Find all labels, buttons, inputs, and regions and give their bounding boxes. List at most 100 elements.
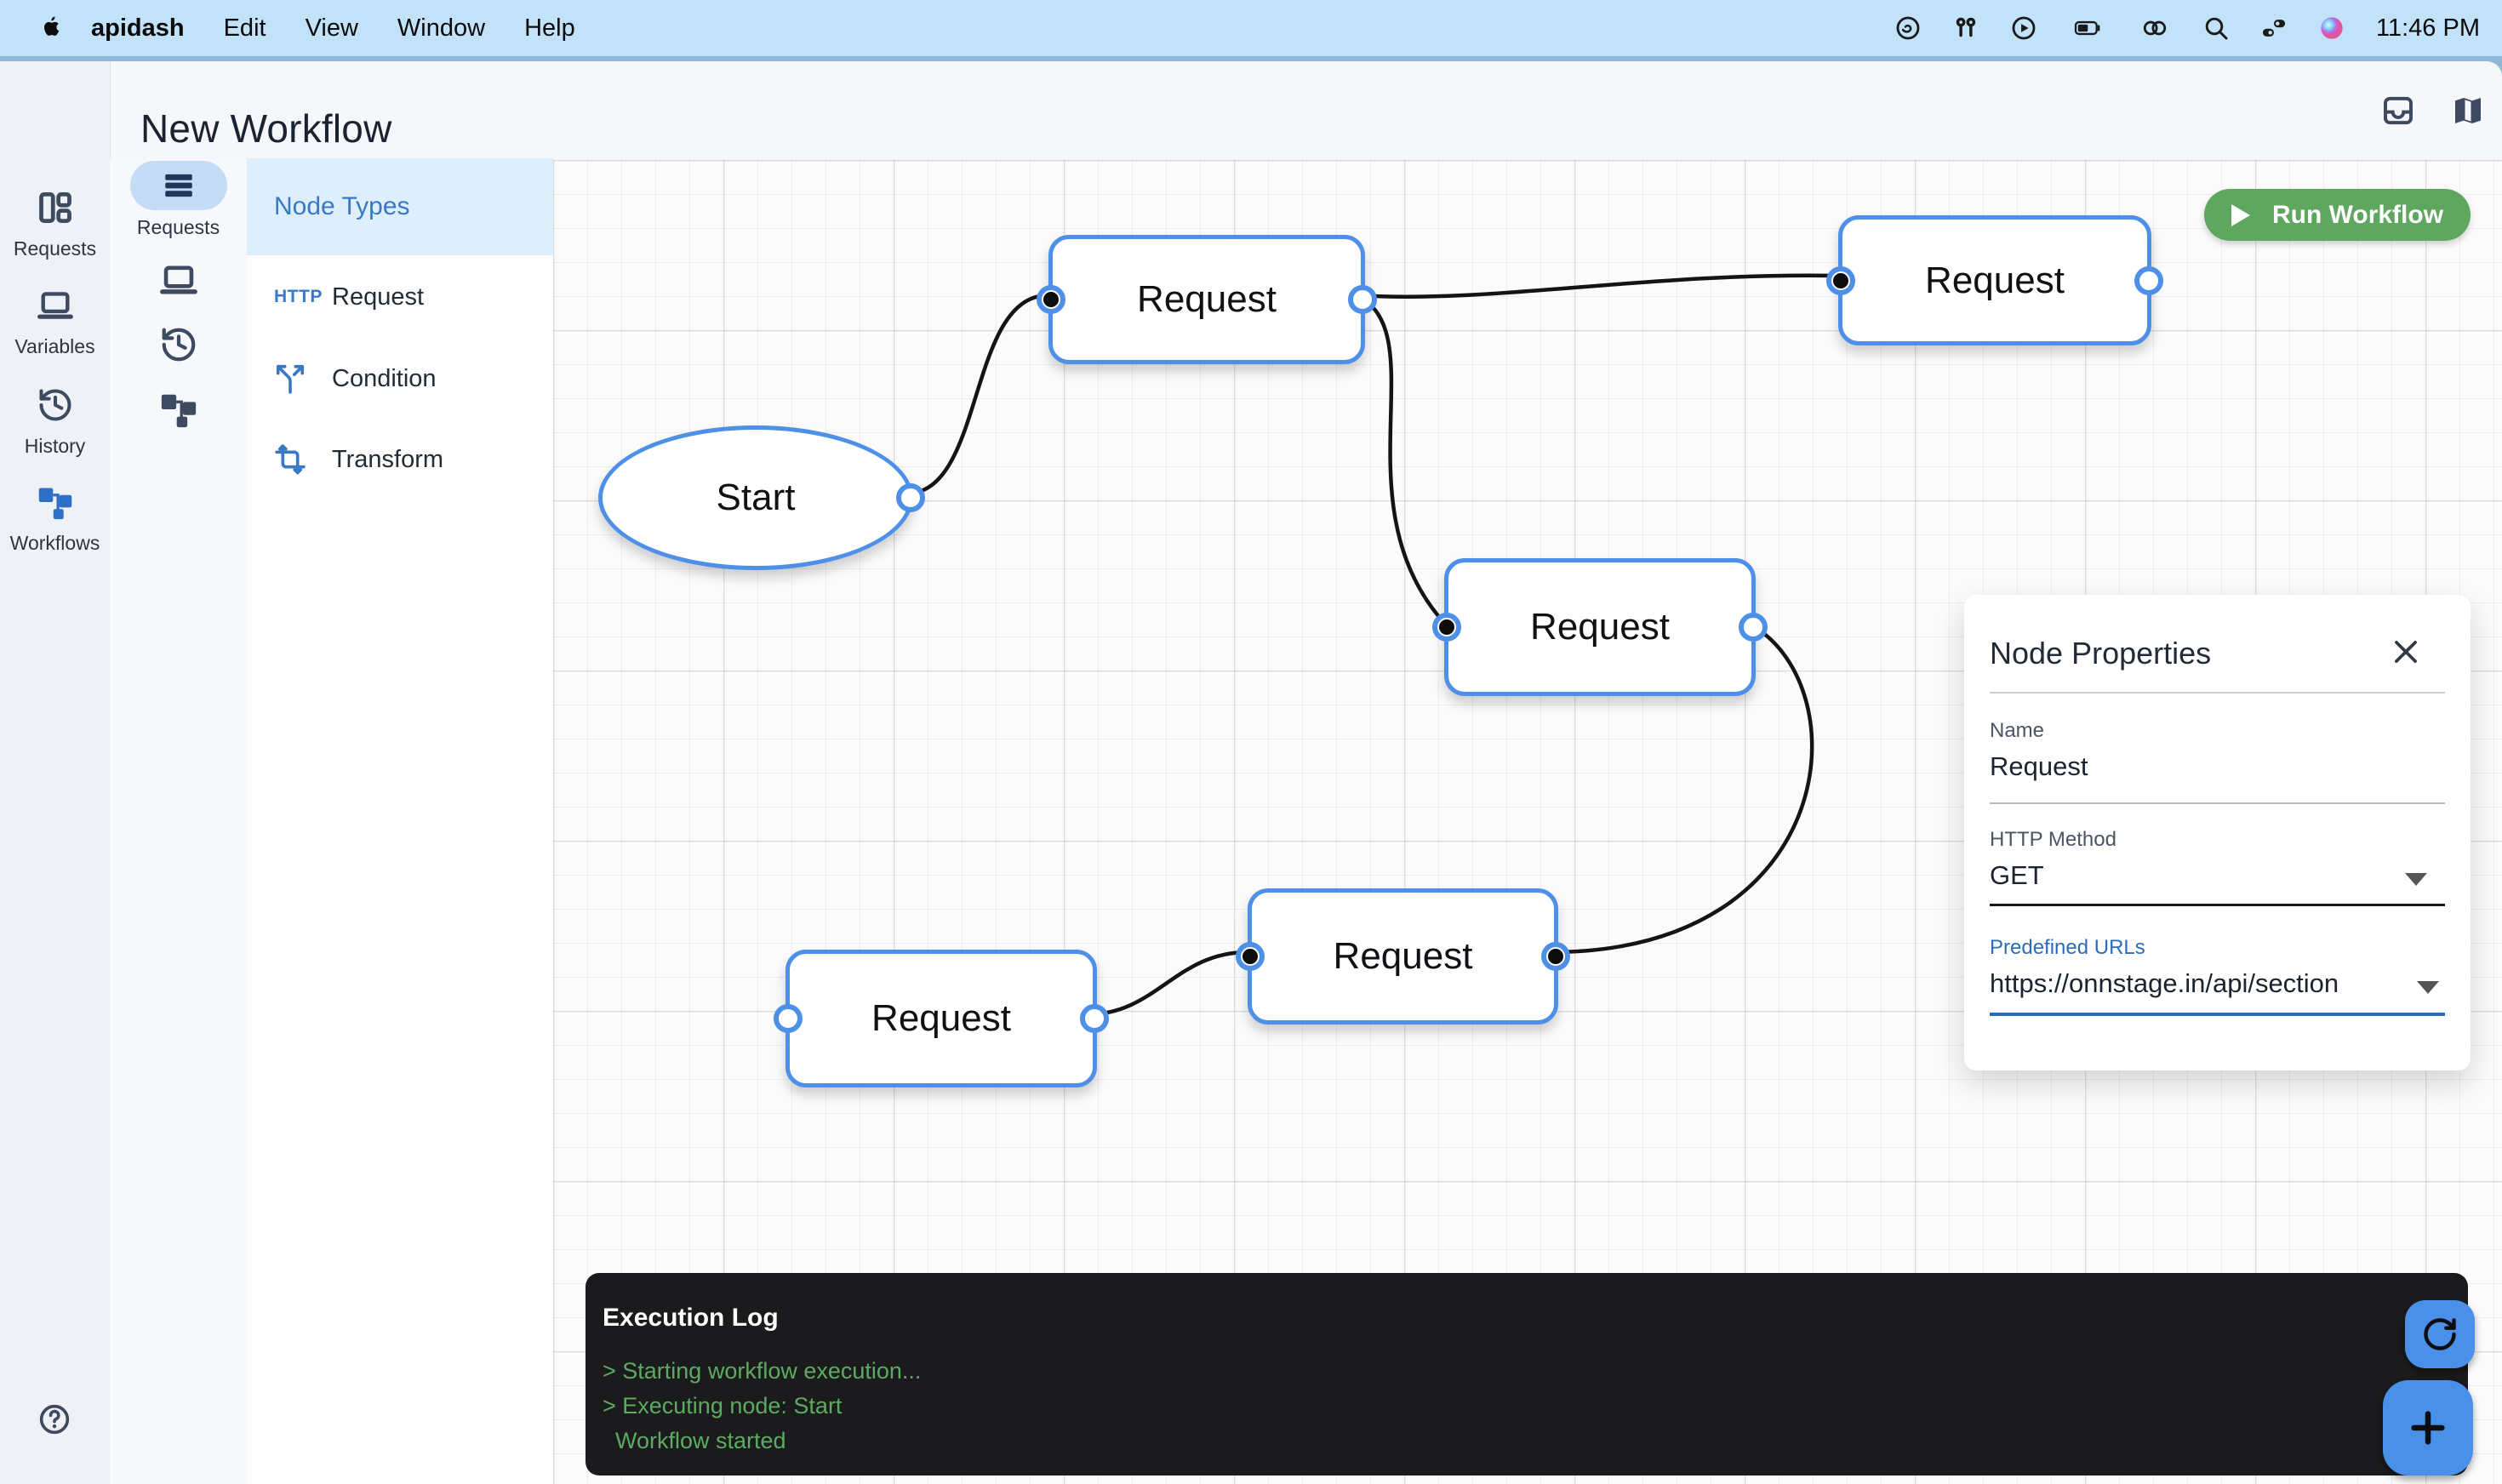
input-port[interactable] bbox=[1037, 285, 1065, 314]
spotlight-search-icon[interactable] bbox=[2202, 14, 2230, 42]
node-types-title: Node Types bbox=[274, 192, 410, 221]
name-field-label: Name bbox=[1990, 719, 2044, 743]
primary-sidebar: Requests Variables History Workflows bbox=[0, 61, 111, 1484]
sidebar-toggle-tray-icon[interactable] bbox=[2381, 94, 2415, 128]
log-line: > Executing node: Start bbox=[603, 1393, 842, 1419]
node-type-request[interactable]: HTTP Request bbox=[247, 267, 553, 327]
sidebar-item-variables[interactable]: Variables bbox=[0, 287, 110, 358]
node-label: Request bbox=[1137, 278, 1277, 321]
dashboard-icon bbox=[37, 189, 74, 226]
workflow-node-request-5[interactable]: Request bbox=[1248, 888, 1558, 1025]
workflow-node-request-4[interactable]: Request bbox=[785, 950, 1097, 1087]
output-port[interactable] bbox=[1739, 613, 1768, 642]
dropdown-caret-icon[interactable] bbox=[2417, 981, 2439, 994]
node-type-label: Condition bbox=[332, 365, 437, 393]
output-port[interactable] bbox=[1541, 942, 1570, 971]
http-method-underline bbox=[1990, 904, 2445, 906]
airpods-icon[interactable] bbox=[1952, 14, 1979, 42]
node-type-label: Request bbox=[332, 283, 424, 311]
output-port[interactable] bbox=[896, 483, 925, 512]
node-label: Request bbox=[1334, 935, 1473, 978]
node-type-label: Transform bbox=[332, 446, 443, 474]
workflow-node-request-2[interactable]: Request bbox=[1838, 215, 2151, 345]
rail-item-requests-active[interactable] bbox=[130, 161, 227, 210]
node-label: Request bbox=[1925, 260, 2065, 302]
predefined-urls-underline bbox=[1990, 1013, 2445, 1016]
condition-split-icon bbox=[274, 362, 306, 395]
close-icon[interactable] bbox=[2390, 636, 2422, 668]
now-playing-icon[interactable] bbox=[2010, 14, 2037, 42]
input-port[interactable] bbox=[774, 1004, 803, 1033]
battery-icon[interactable] bbox=[2068, 14, 2107, 42]
siri-icon[interactable] bbox=[2318, 14, 2345, 42]
run-workflow-label: Run Workflow bbox=[2272, 201, 2443, 230]
predefined-urls-label: Predefined URLs bbox=[1990, 936, 2145, 960]
sidebar-item-label: History bbox=[0, 435, 110, 458]
run-workflow-button[interactable]: Run Workflow bbox=[2204, 189, 2471, 241]
creative-cloud-icon[interactable] bbox=[1894, 14, 1922, 42]
output-port[interactable] bbox=[1080, 1004, 1109, 1033]
menubar-clock[interactable]: 11:46 PM bbox=[2376, 14, 2480, 43]
minimap-icon[interactable] bbox=[2451, 94, 2485, 128]
output-port[interactable] bbox=[2134, 266, 2163, 295]
page-title: New Workflow bbox=[140, 106, 392, 151]
node-label: Request bbox=[871, 997, 1011, 1040]
output-port[interactable] bbox=[1348, 285, 1377, 314]
sidebar-item-label: Workflows bbox=[0, 532, 110, 555]
sidebar-item-label: Requests bbox=[0, 237, 110, 260]
sidebar-item-label: Variables bbox=[0, 335, 110, 358]
log-line: Workflow started bbox=[603, 1428, 786, 1454]
refresh-button[interactable] bbox=[2405, 1300, 2475, 1368]
predefined-urls-value[interactable]: https://onnstage.in/api/section bbox=[1990, 968, 2339, 999]
divider bbox=[1990, 692, 2445, 693]
node-label: Request bbox=[1530, 606, 1670, 648]
properties-title: Node Properties bbox=[1990, 636, 2211, 671]
node-type-transform[interactable]: Transform bbox=[247, 430, 553, 489]
sidebar-item-requests[interactable]: Requests bbox=[0, 189, 110, 260]
node-properties-panel: Node Properties Name Request HTTP Method… bbox=[1964, 595, 2471, 1070]
node-type-condition[interactable]: Condition bbox=[247, 349, 553, 408]
laptop-icon bbox=[37, 287, 74, 324]
node-label: Start bbox=[717, 477, 796, 519]
control-center-icon[interactable] bbox=[2260, 14, 2288, 42]
macos-menubar: apidash Edit View Window Help 11:46 PM bbox=[0, 0, 2502, 56]
name-field-underline bbox=[1990, 802, 2445, 804]
sidebar-item-history[interactable]: History bbox=[0, 386, 110, 458]
menu-edit[interactable]: Edit bbox=[224, 14, 266, 43]
http-badge-icon: HTTP bbox=[274, 287, 323, 307]
sidebar-item-workflows[interactable]: Workflows bbox=[0, 483, 110, 555]
execution-log-title: Execution Log bbox=[603, 1304, 779, 1333]
help-icon[interactable] bbox=[37, 1402, 71, 1436]
dropdown-caret-icon[interactable] bbox=[2405, 873, 2427, 886]
history-icon[interactable] bbox=[159, 325, 198, 364]
workflow-node-start[interactable]: Start bbox=[598, 425, 913, 570]
plus-icon bbox=[2404, 1404, 2452, 1452]
input-port[interactable] bbox=[1236, 942, 1265, 971]
laptop-icon[interactable] bbox=[159, 260, 198, 300]
workflow-node-request-3[interactable]: Request bbox=[1444, 558, 1756, 696]
workflow-tree-icon[interactable] bbox=[159, 390, 198, 429]
name-field-value[interactable]: Request bbox=[1990, 751, 2088, 782]
execution-log-panel: Execution Log > Starting workflow execut… bbox=[586, 1273, 2468, 1475]
input-port[interactable] bbox=[1432, 613, 1461, 642]
transform-crop-icon bbox=[274, 443, 306, 476]
http-method-label: HTTP Method bbox=[1990, 828, 2116, 852]
menu-help[interactable]: Help bbox=[524, 14, 575, 43]
rail-item-label: Requests bbox=[110, 216, 247, 239]
input-port[interactable] bbox=[1826, 266, 1855, 295]
menu-window[interactable]: Window bbox=[397, 14, 485, 43]
menu-view[interactable]: View bbox=[306, 14, 358, 43]
menubar-app-name[interactable]: apidash bbox=[91, 14, 185, 43]
workflow-node-request-1[interactable]: Request bbox=[1048, 235, 1365, 364]
refresh-icon bbox=[2421, 1316, 2459, 1353]
http-method-value[interactable]: GET bbox=[1990, 860, 2044, 891]
log-line: > Starting workflow execution... bbox=[603, 1358, 921, 1384]
apple-logo-icon[interactable] bbox=[37, 14, 65, 41]
play-icon bbox=[2231, 204, 2250, 226]
add-node-button[interactable] bbox=[2383, 1380, 2473, 1475]
workflow-tree-icon bbox=[37, 483, 74, 521]
list-icon bbox=[161, 168, 197, 203]
history-icon bbox=[37, 386, 74, 424]
personal-hotspot-icon[interactable] bbox=[2138, 14, 2172, 42]
